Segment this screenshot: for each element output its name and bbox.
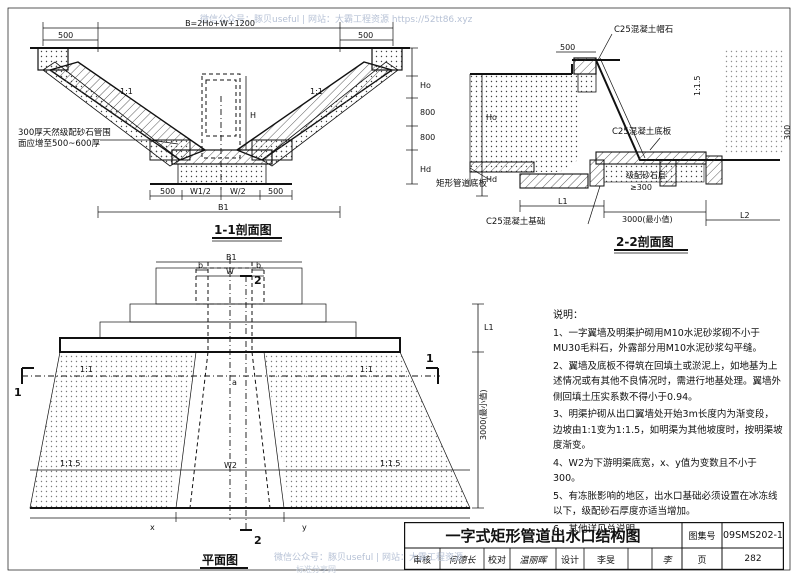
check-signature: 温丽晖 (519, 555, 547, 566)
design-signature: 李 (662, 555, 672, 566)
section-2-2-label-foundation: C25混凝土基础 (486, 216, 545, 227)
plan-slope-1-1-5-right: 1:1.5 (380, 459, 401, 468)
title-block: 一字式矩形管道出水口结构图 图集号 09SMS202-1 审核 何德长 校对 温… (404, 522, 784, 570)
section-1-1-dim-800-a: 800 (420, 108, 435, 117)
section-1-1-dim-500-left: 500 (58, 31, 73, 40)
notes-item-1: 1、一字翼墙及明渠护砌用M10水泥砂浆砌不小于MU30毛料石，外露部分用M10水… (553, 327, 763, 355)
plan-drawing (21, 258, 484, 569)
section-2-2-label-gravel: 级配砂石层 (626, 170, 666, 180)
design-label: 设计 (560, 555, 579, 566)
section-2-2-dim-500: 500 (560, 43, 575, 52)
section-1-1-b1: B1 (218, 203, 229, 212)
section-1-1-label-H: H (250, 111, 256, 120)
sheet-border (7, 7, 791, 571)
notes-item-3: 3、明渠护砌从出口翼墙处开始3m长度内为渐变段，边坡由1:1变为1:1.5，如明… (553, 409, 783, 451)
section-2-2-dim-3000: 3000(最小值) (622, 214, 673, 224)
section-2-2-title: 2-2剖面图 (616, 234, 674, 249)
plan-dim-3000: 3000(最小值) (478, 389, 488, 440)
plan-slope-1-1-5-left: 1:1.5 (60, 459, 81, 468)
section-2-2-slope: 1:1.5 (693, 75, 702, 96)
notes-head: 说明： (553, 310, 583, 321)
section-2-2-Hd: Hd (486, 175, 497, 184)
plan-title: 平面图 (202, 553, 238, 567)
plan-W2: W2 (224, 461, 237, 470)
section-1-1-bottom-500-left: 500 (160, 187, 175, 196)
section-1-1-title: 1-1剖面图 (214, 222, 272, 237)
watermark-bottom: 微信公众号：豚贝useful | 网站：大霸工程资源 (274, 553, 464, 563)
plan-W: W (226, 267, 234, 276)
notes-item-5: 5、有冻胀影响的地区，出水口基础必须设置在冰冻线以下，级配砂石厚度亦适当增加。 (553, 490, 778, 518)
section-1-1-w-half-left: W1/2 (190, 187, 211, 196)
watermark-top: 微信公众号：豚贝useful | 网站：大霸工程资源 https://52tt8… (200, 15, 473, 25)
section-2-2-Ho: Ho (486, 113, 497, 122)
section-2-2-L2: L2 (740, 211, 750, 220)
page-label: 页 (697, 555, 707, 566)
plan-sec-2-bot: 2 (254, 534, 262, 547)
section-2-2-label-pipe-floor: 矩形管道底板 (436, 178, 488, 189)
section-1-1-dim-800-b: 800 (420, 133, 435, 142)
notes-item-2: 2、翼墙及底板不得筑在回填土或淤泥上，如地基为上述情况或有其他不良情况时，需进行… (553, 360, 782, 403)
section-1-1-slope-right: 1:1 (310, 87, 323, 96)
section-2-2-label-bottom-plate: C25混凝土底板 (612, 126, 672, 137)
notes-item-4: 4、W2为下游明渠底宽，x、y值为变数且不小于300。 (553, 457, 757, 485)
page-number: 282 (744, 554, 762, 564)
review-signature: 何德长 (448, 555, 476, 566)
notes-item-6: 6、其他详见总说明。 (553, 523, 645, 535)
section-2-2-label-gravel-2: ≥300 (630, 183, 652, 192)
check-label: 校对 (487, 555, 506, 566)
plan-sec-1-bot: 1 (14, 386, 22, 399)
section-1-1-bottom-500-right: 500 (268, 187, 283, 196)
plan-B1: B1 (226, 253, 237, 262)
section-1-1-note: 300厚天然级配砂石管围 面应增至500~600厚 (18, 128, 111, 149)
section-1-1-drawing (30, 22, 418, 242)
watermark-bottom-2: 标准分享网 (296, 565, 336, 574)
section-2-2-L1: L1 (558, 197, 568, 206)
plan-a: a (232, 378, 237, 387)
plan-b-left: b (198, 261, 203, 270)
atlas-number: 09SMS202-1 (723, 529, 783, 541)
plan-x: x (150, 523, 155, 532)
section-1-1-label-Ho: Ho (420, 81, 431, 90)
atlas-label: 图集号 (688, 531, 716, 542)
section-2-2-drawing (469, 33, 784, 254)
section-2-2-dim-300: 300 (783, 125, 792, 140)
plan-b-right: b (256, 261, 261, 270)
section-2-2-label-cap: C25混凝土帽石 (614, 24, 673, 35)
section-1-1-dim-500-right: 500 (358, 31, 373, 40)
plan-sec-1-top: 1 (426, 352, 434, 365)
section-1-1-label-Hd: Hd (420, 165, 431, 174)
review-label: 审核 (412, 555, 431, 566)
plan-slope-1-1-left: 1:1 (80, 365, 93, 374)
plan-sec-2-top: 2 (254, 274, 262, 287)
section-1-1-top-dim: B=2Ho+W+1200 (185, 19, 255, 28)
design-name: 李旻 (596, 555, 615, 566)
plan-y: y (302, 523, 307, 532)
drawing-title: 一字式矩形管道出水口结构图 (445, 526, 641, 545)
section-1-1-w-half-right: W/2 (230, 187, 246, 196)
notes-panel: 说明： 1、一字翼墙及明渠护砌用M10水泥砂浆砌不小于MU30毛料石，外露部分用… (553, 308, 783, 539)
plan-L1: L1 (484, 323, 494, 332)
plan-slope-1-1-right: 1:1 (360, 365, 373, 374)
section-1-1-slope-left: 1:1 (120, 87, 133, 96)
